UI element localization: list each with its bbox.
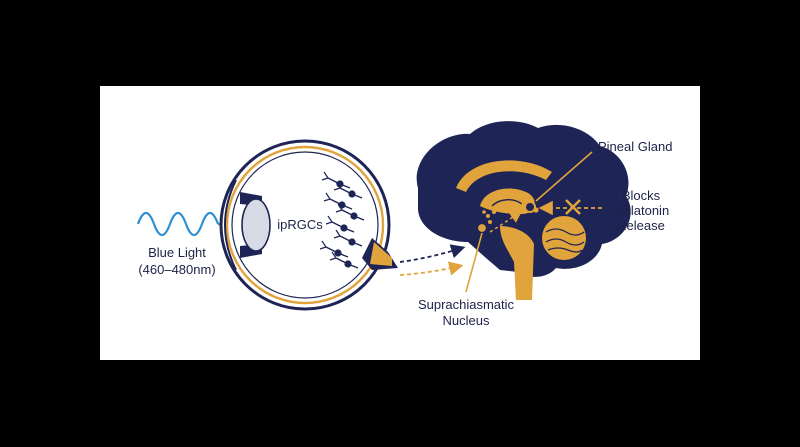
eye-cornea — [224, 179, 237, 271]
pineal-gland-label: Pineal Gland — [598, 139, 672, 154]
neural-pathway-arrow — [399, 244, 466, 263]
scn-to-pineal-arrow — [489, 210, 523, 233]
scn-cells — [476, 210, 496, 234]
thalamus — [480, 188, 535, 214]
pineal-callout-line — [535, 151, 593, 202]
blocks-label: Blocks — [622, 188, 661, 203]
eye-lens — [241, 198, 271, 252]
iprgcs-label: ipRGCs — [277, 217, 323, 232]
corpus-callosum — [456, 160, 552, 192]
x-mark-icon — [565, 199, 581, 215]
blue-light-label: Blue Light — [148, 245, 206, 260]
scn-callout-line — [465, 232, 483, 293]
brainstem — [500, 226, 534, 300]
cerebellum — [542, 216, 586, 260]
scn-label-line2: Nucleus — [443, 313, 490, 328]
eye-retina — [225, 145, 385, 305]
scn-label-line1: Suprachiasmatic — [418, 297, 515, 312]
blue-light-wave — [136, 211, 220, 237]
eye — [219, 139, 398, 311]
melatonin-label: Melatonin — [613, 203, 669, 218]
brain — [416, 121, 631, 300]
release-label: Release — [617, 218, 665, 233]
wavelength-label: (460–480nm) — [138, 262, 215, 277]
signal-pathway-arrow — [399, 261, 464, 276]
